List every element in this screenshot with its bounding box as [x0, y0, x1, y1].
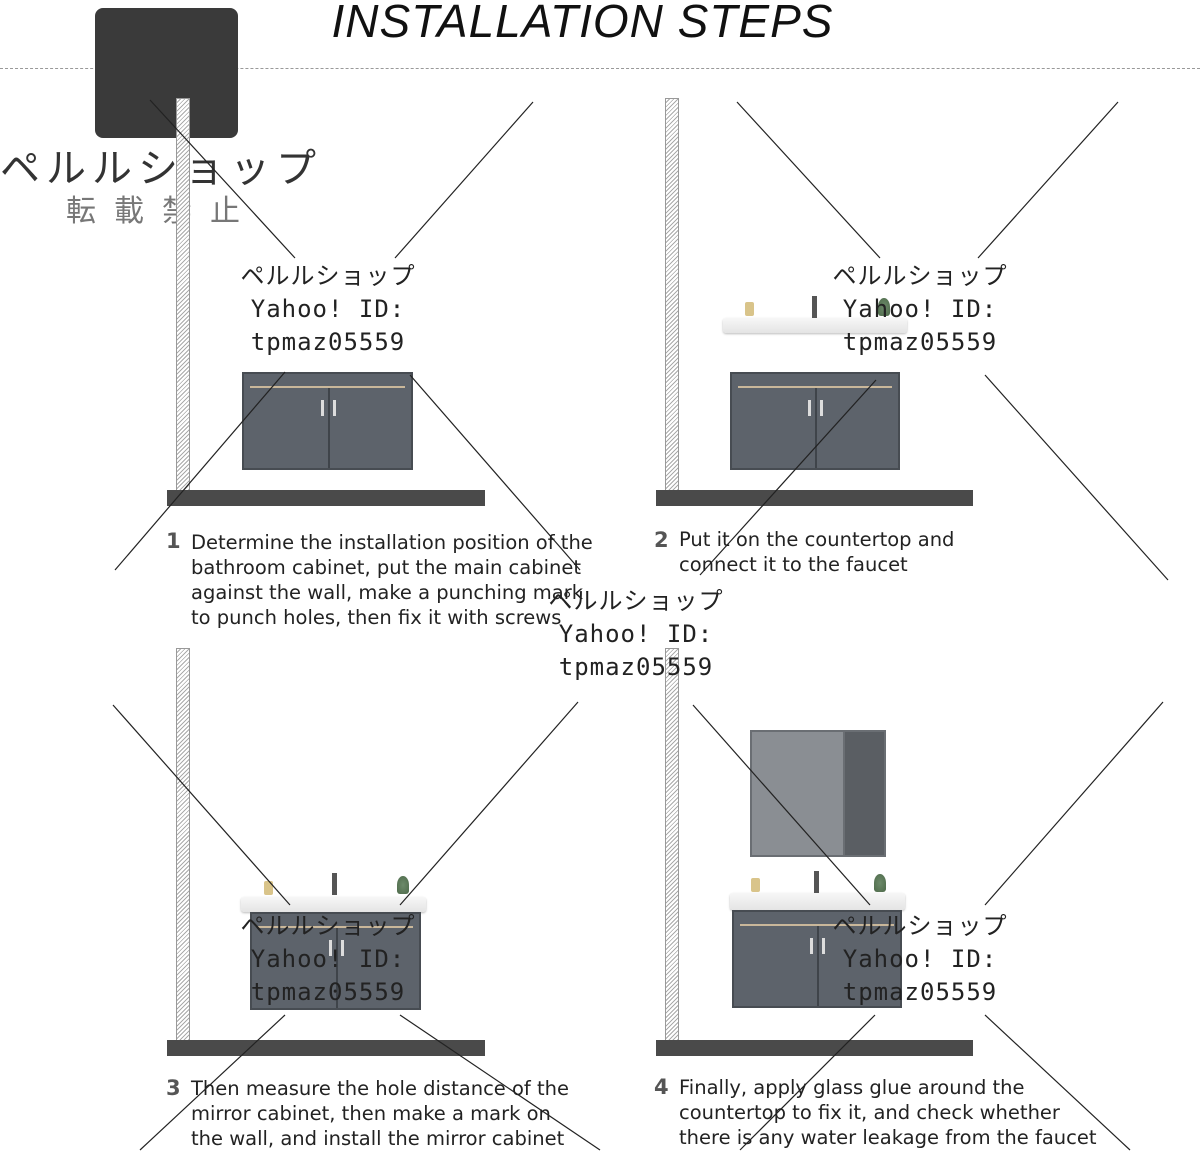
watermark-5: ペルルショップ Yahoo! ID: tpmaz05559 — [810, 910, 1030, 1009]
watermark-yahoo: Yahoo! ID: — [842, 295, 998, 323]
logo-shop-name: ペルルショップ — [0, 146, 322, 192]
plant-3 — [397, 876, 409, 894]
mirror-cabinet — [750, 730, 845, 857]
floor-3 — [167, 1040, 485, 1056]
faucet-4 — [814, 871, 819, 893]
watermark-1: ペルルショップ Yahoo! ID: tpmaz05559 — [218, 260, 438, 359]
cabinet-3 — [250, 912, 421, 1010]
basin-3 — [241, 897, 426, 912]
watermark-id: tpmaz05559 — [250, 978, 406, 1006]
cabinet-1 — [242, 372, 413, 470]
watermark-2: ペルルショップ Yahoo! ID: tpmaz05559 — [810, 260, 1030, 359]
cabinet-2 — [730, 372, 900, 470]
watermark-shop: ペルルショップ — [240, 262, 416, 290]
floor-1 — [167, 490, 485, 506]
step-2-number: 2 — [654, 528, 669, 552]
step-1-number: 1 — [166, 529, 181, 553]
watermark-yahoo: Yahoo! ID: — [250, 295, 406, 323]
shop-logo — [95, 8, 238, 138]
step-1-text: Determine the installation position of t… — [191, 531, 593, 629]
watermark-shop: ペルルショップ — [832, 262, 1008, 290]
watermark-yahoo: Yahoo! ID: — [250, 945, 406, 973]
watermark-id: tpmaz05559 — [842, 328, 998, 356]
cabinet-4 — [732, 910, 902, 1008]
watermark-yahoo: Yahoo! ID: — [842, 945, 998, 973]
step-3-number: 3 — [166, 1076, 181, 1100]
watermark-3: ペルルショップ Yahoo! ID: tpmaz05559 — [526, 585, 746, 684]
watermark-id: tpmaz05559 — [558, 653, 714, 681]
faucet-3 — [332, 873, 337, 895]
bottle-3 — [264, 881, 273, 895]
bottle-2 — [745, 302, 754, 316]
step-3-text: Then measure the hole distance of the mi… — [191, 1077, 569, 1150]
watermark-4: ペルルショップ Yahoo! ID: tpmaz05559 — [218, 910, 438, 1009]
logo-notice: 転載禁止 — [66, 194, 258, 229]
bottle-4 — [751, 878, 760, 892]
faucet-2 — [812, 296, 817, 318]
step-2-text: Put it on the countertop and connect it … — [679, 528, 955, 576]
plant-4 — [874, 874, 886, 892]
step-4-text: Finally, apply glass glue around the cou… — [679, 1076, 1097, 1149]
watermark-shop: ペルルショップ — [832, 912, 1008, 940]
divider — [0, 68, 1200, 69]
floor-4 — [656, 1040, 973, 1056]
basin-4 — [730, 893, 905, 910]
watermark-yahoo: Yahoo! ID: — [558, 620, 714, 648]
page-title: INSTALLATION STEPS — [331, 0, 834, 47]
watermark-shop: ペルルショップ — [240, 912, 416, 940]
watermark-shop: ペルルショップ — [548, 587, 724, 615]
watermark-id: tpmaz05559 — [842, 978, 998, 1006]
basin-2 — [723, 318, 907, 333]
mirror-shelf — [843, 730, 886, 857]
plant-2 — [878, 298, 890, 316]
step-4-number: 4 — [654, 1075, 669, 1099]
floor-2 — [656, 490, 973, 506]
watermark-id: tpmaz05559 — [250, 328, 406, 356]
